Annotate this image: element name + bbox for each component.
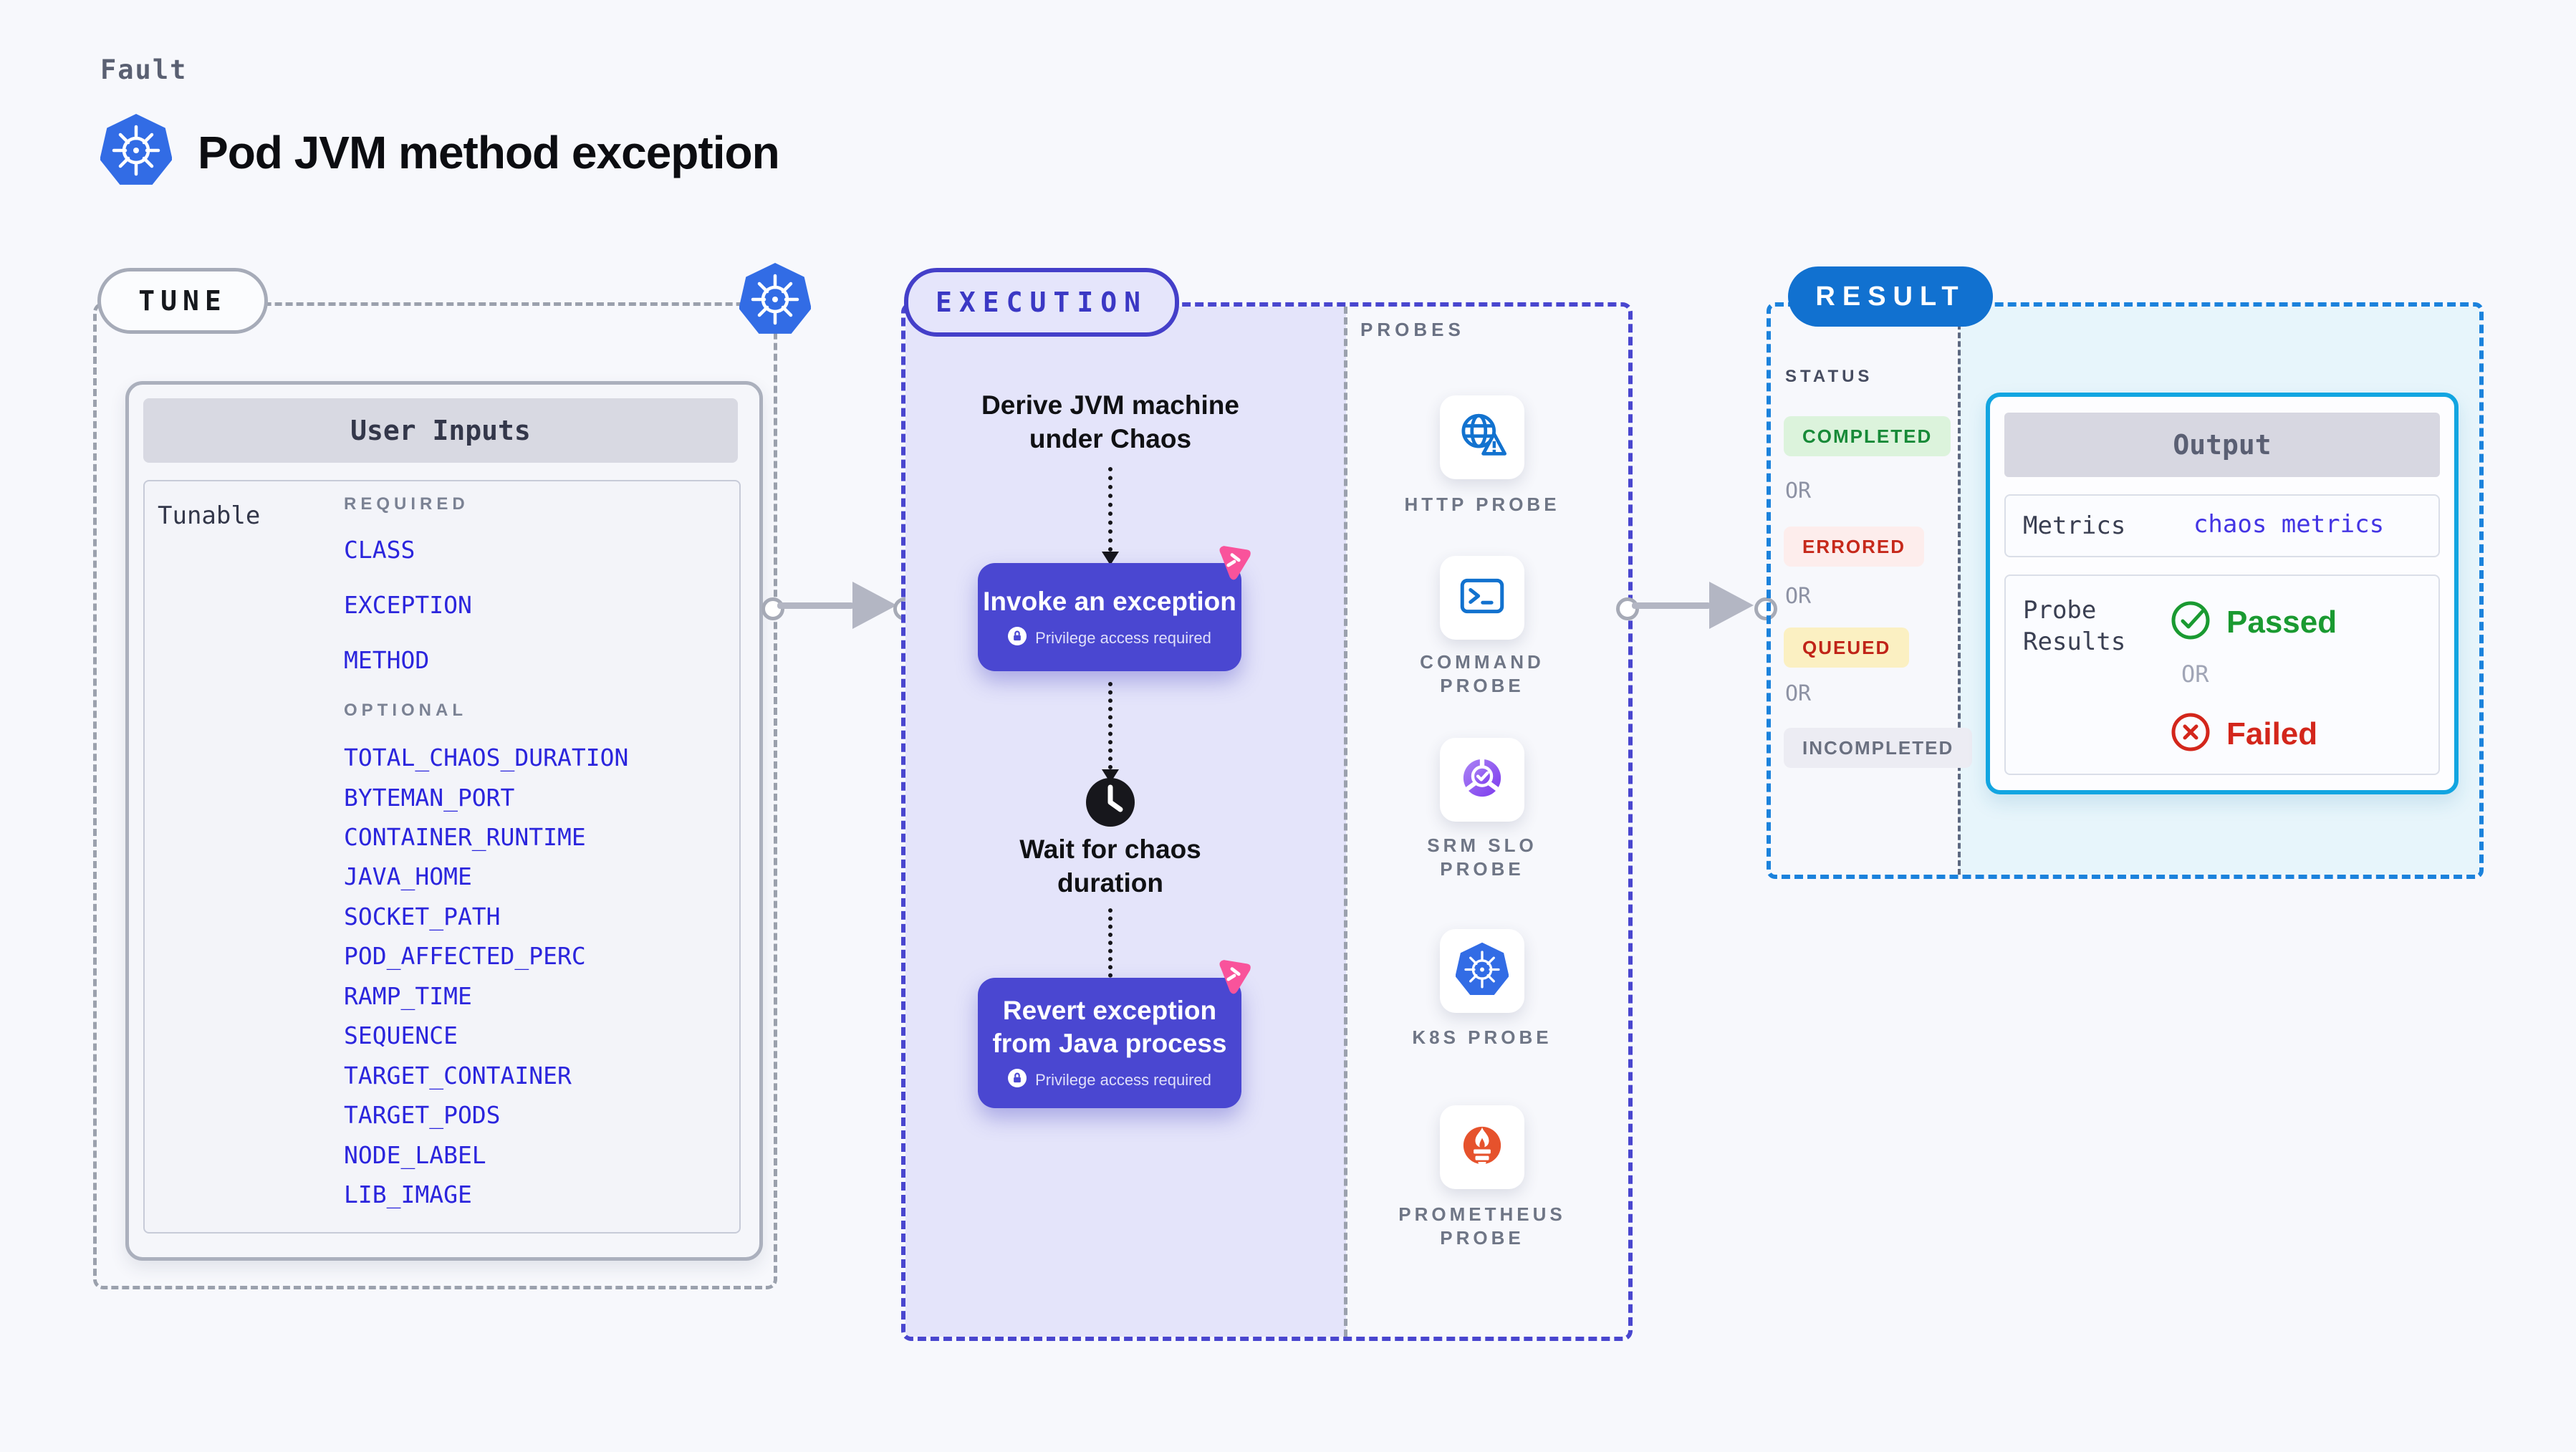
result-divider xyxy=(1958,307,1961,875)
or-separator: OR xyxy=(2181,660,2209,688)
invoke-exception-step[interactable]: Invoke an exception Privilege access req… xyxy=(978,563,1241,671)
kubernetes-icon xyxy=(100,113,173,191)
tune-badge[interactable]: TUNE xyxy=(97,268,268,334)
prometheus-probe-label: PROMETHEUS PROBE xyxy=(1398,1203,1566,1249)
or-separator: OR xyxy=(1785,584,1812,609)
lock-icon xyxy=(1008,1069,1027,1092)
probe-results-row: Probe Results Passed OR F xyxy=(2004,574,2440,775)
tunable-target-pods[interactable]: TARGET_PODS xyxy=(344,1101,501,1129)
status-badge-queued: QUEUED xyxy=(1784,628,1910,668)
prometheus-probe-icon xyxy=(1455,1118,1509,1176)
tunable-row-label: Tunable xyxy=(158,501,261,530)
check-circle-icon xyxy=(2171,600,2211,644)
k8s-probe-icon xyxy=(1455,942,1509,1001)
arrow-tune-to-execution xyxy=(777,602,854,609)
arrow-execution-to-result xyxy=(1632,602,1711,609)
k8s-probe-label: K8S PROBE xyxy=(1412,1027,1552,1048)
failed-label: Failed xyxy=(2226,716,2318,751)
tune-section-frame xyxy=(93,302,777,1289)
or-separator: OR xyxy=(1785,479,1812,504)
http-probe-icon xyxy=(1455,408,1509,466)
revert-exception-step[interactable]: Revert exception from Java process Privi… xyxy=(978,978,1241,1108)
srm-slo-probe-card[interactable] xyxy=(1440,738,1524,822)
execution-flow-panel xyxy=(905,307,1346,1337)
metrics-value[interactable]: chaos metrics xyxy=(2193,510,2385,539)
arrowhead-icon xyxy=(852,582,897,629)
execution-section-frame xyxy=(901,302,1633,1341)
tunable-node-label[interactable]: NODE_LABEL xyxy=(344,1141,486,1169)
connector-dot xyxy=(1616,597,1639,620)
tunable-java-home[interactable]: JAVA_HOME xyxy=(344,862,472,890)
http-probe-label: HTTP PROBE xyxy=(1404,494,1560,515)
lock-icon xyxy=(1008,626,1027,650)
status-badge-completed: COMPLETED xyxy=(1784,416,1951,456)
status-badge-incompleted: INCOMPLETED xyxy=(1784,728,1973,768)
metrics-row: Metrics chaos metrics xyxy=(2004,494,2440,557)
flow-arrow xyxy=(1108,908,1112,986)
command-probe-icon xyxy=(1456,569,1509,626)
tunable-pod-affected-perc[interactable]: POD_AFFECTED_PERC xyxy=(344,942,586,970)
status-section-label: STATUS xyxy=(1785,367,1873,386)
connector-dot xyxy=(761,597,784,620)
privilege-note: Privilege access required xyxy=(1008,626,1211,650)
tunable-socket-path[interactable]: SOCKET_PATH xyxy=(344,903,501,931)
tunable-method[interactable]: METHOD xyxy=(344,646,430,674)
chaos-pink-icon xyxy=(1214,543,1253,585)
failed-result: Failed xyxy=(2171,712,2317,756)
tunable-byteman-port[interactable]: BYTEMAN_PORT xyxy=(344,784,515,812)
execution-probes-divider xyxy=(1344,307,1347,1337)
srm-slo-probe-icon xyxy=(1455,751,1509,809)
flow-arrow xyxy=(1108,467,1112,552)
arrowhead-icon xyxy=(1709,582,1754,629)
command-probe-card[interactable] xyxy=(1440,556,1524,640)
probe-results-label: Probe Results xyxy=(2023,596,2126,656)
flow-arrow xyxy=(1108,682,1112,769)
user-inputs-panel xyxy=(143,480,741,1234)
tunable-ramp-time[interactable]: RAMP_TIME xyxy=(344,982,472,1010)
probes-section-label: PROBES xyxy=(1360,319,1465,340)
k8s-probe-card[interactable] xyxy=(1440,929,1524,1013)
clock-icon xyxy=(1085,777,1136,832)
result-badge[interactable]: RESULT xyxy=(1788,266,1993,327)
passed-result: Passed xyxy=(2171,600,2337,644)
chaos-pink-icon xyxy=(1214,957,1253,999)
status-badge-errored: ERRORED xyxy=(1784,527,1925,567)
x-circle-icon xyxy=(2171,712,2211,756)
tunable-sequence[interactable]: SEQUENCE xyxy=(344,1021,458,1049)
kubernetes-corner-icon xyxy=(739,262,812,340)
derive-step-label: Derive JVM machine under Chaos xyxy=(981,390,1239,453)
required-section-label: REQUIRED xyxy=(344,494,469,514)
fault-kicker: Fault xyxy=(100,54,188,85)
tunable-container-runtime[interactable]: CONTAINER_RUNTIME xyxy=(344,823,586,851)
passed-label: Passed xyxy=(2226,604,2337,640)
page-header: Pod JVM method exception xyxy=(100,113,780,191)
tunable-class[interactable]: CLASS xyxy=(344,536,415,564)
user-inputs-title: User Inputs xyxy=(143,398,738,463)
tunable-target-container[interactable]: TARGET_CONTAINER xyxy=(344,1062,572,1090)
tunable-exception[interactable]: EXCEPTION xyxy=(344,591,472,619)
arrowhead-icon xyxy=(1102,552,1119,565)
tunables-list: REQUIRED CLASS EXCEPTION METHOD OPTIONAL… xyxy=(344,494,745,1218)
wait-step-label: Wait for chaos duration xyxy=(1019,835,1201,898)
output-title: Output xyxy=(2004,413,2440,477)
srm-slo-probe-label: SRM SLO PROBE xyxy=(1427,835,1537,880)
invoke-exception-title: Invoke an exception xyxy=(983,586,1236,616)
http-probe-card[interactable] xyxy=(1440,395,1524,479)
command-probe-label: COMMAND PROBE xyxy=(1420,651,1544,696)
execution-badge[interactable]: EXECUTION xyxy=(904,268,1179,337)
or-separator: OR xyxy=(1785,681,1812,706)
metrics-label: Metrics xyxy=(2023,511,2126,540)
revert-exception-title: Revert exception from Java process xyxy=(992,996,1227,1058)
connector-dot xyxy=(1754,597,1777,620)
output-card: Output Metrics chaos metrics Probe Resul… xyxy=(1986,393,2459,794)
tunable-lib-image[interactable]: LIB_IMAGE xyxy=(344,1181,472,1208)
optional-section-label: OPTIONAL xyxy=(344,701,467,720)
tunable-total-chaos-duration[interactable]: TOTAL_CHAOS_DURATION xyxy=(344,744,629,771)
prometheus-probe-card[interactable] xyxy=(1440,1105,1524,1189)
privilege-note: Privilege access required xyxy=(1008,1069,1211,1092)
page-title: Pod JVM method exception xyxy=(198,126,780,178)
